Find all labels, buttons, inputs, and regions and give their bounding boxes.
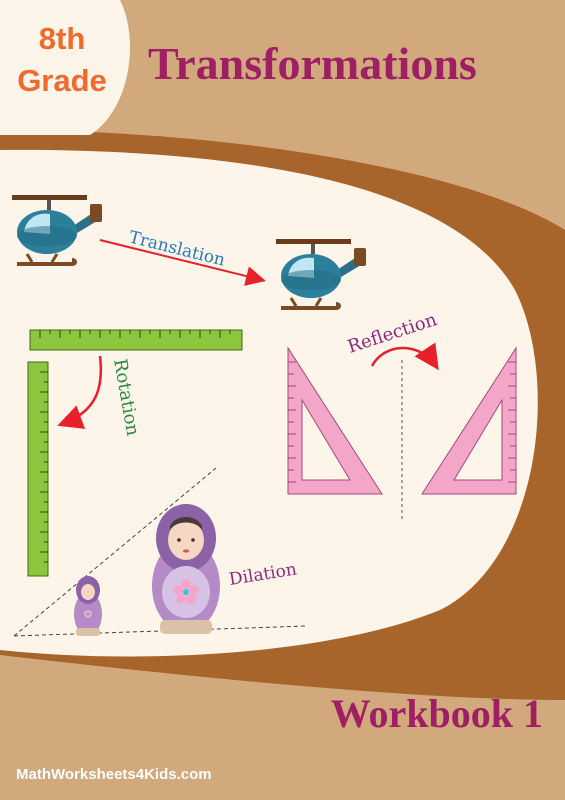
site-url: MathWorksheets4Kids.com (16, 766, 212, 783)
ruler-horizontal (29, 329, 243, 351)
helicopter-original (12, 195, 102, 266)
set-square-right (421, 346, 517, 495)
cream-panel (0, 149, 538, 657)
translation-arrow (99, 239, 266, 286)
doll-small (74, 576, 102, 636)
grade-number: 8th (38, 21, 86, 56)
reflection-arrow (370, 342, 439, 371)
workbook-number: Workbook 1 (330, 691, 543, 736)
ruler-vertical (27, 361, 49, 577)
set-square-left (287, 346, 383, 495)
page-title: Transformations (148, 38, 477, 89)
doll-large (152, 504, 220, 634)
grade-badge (0, 0, 130, 135)
helicopter-translated (276, 239, 366, 310)
rotation-arrow (57, 355, 103, 429)
dilation-ray-upper (13, 467, 217, 637)
grade-word: Grade (17, 63, 107, 98)
